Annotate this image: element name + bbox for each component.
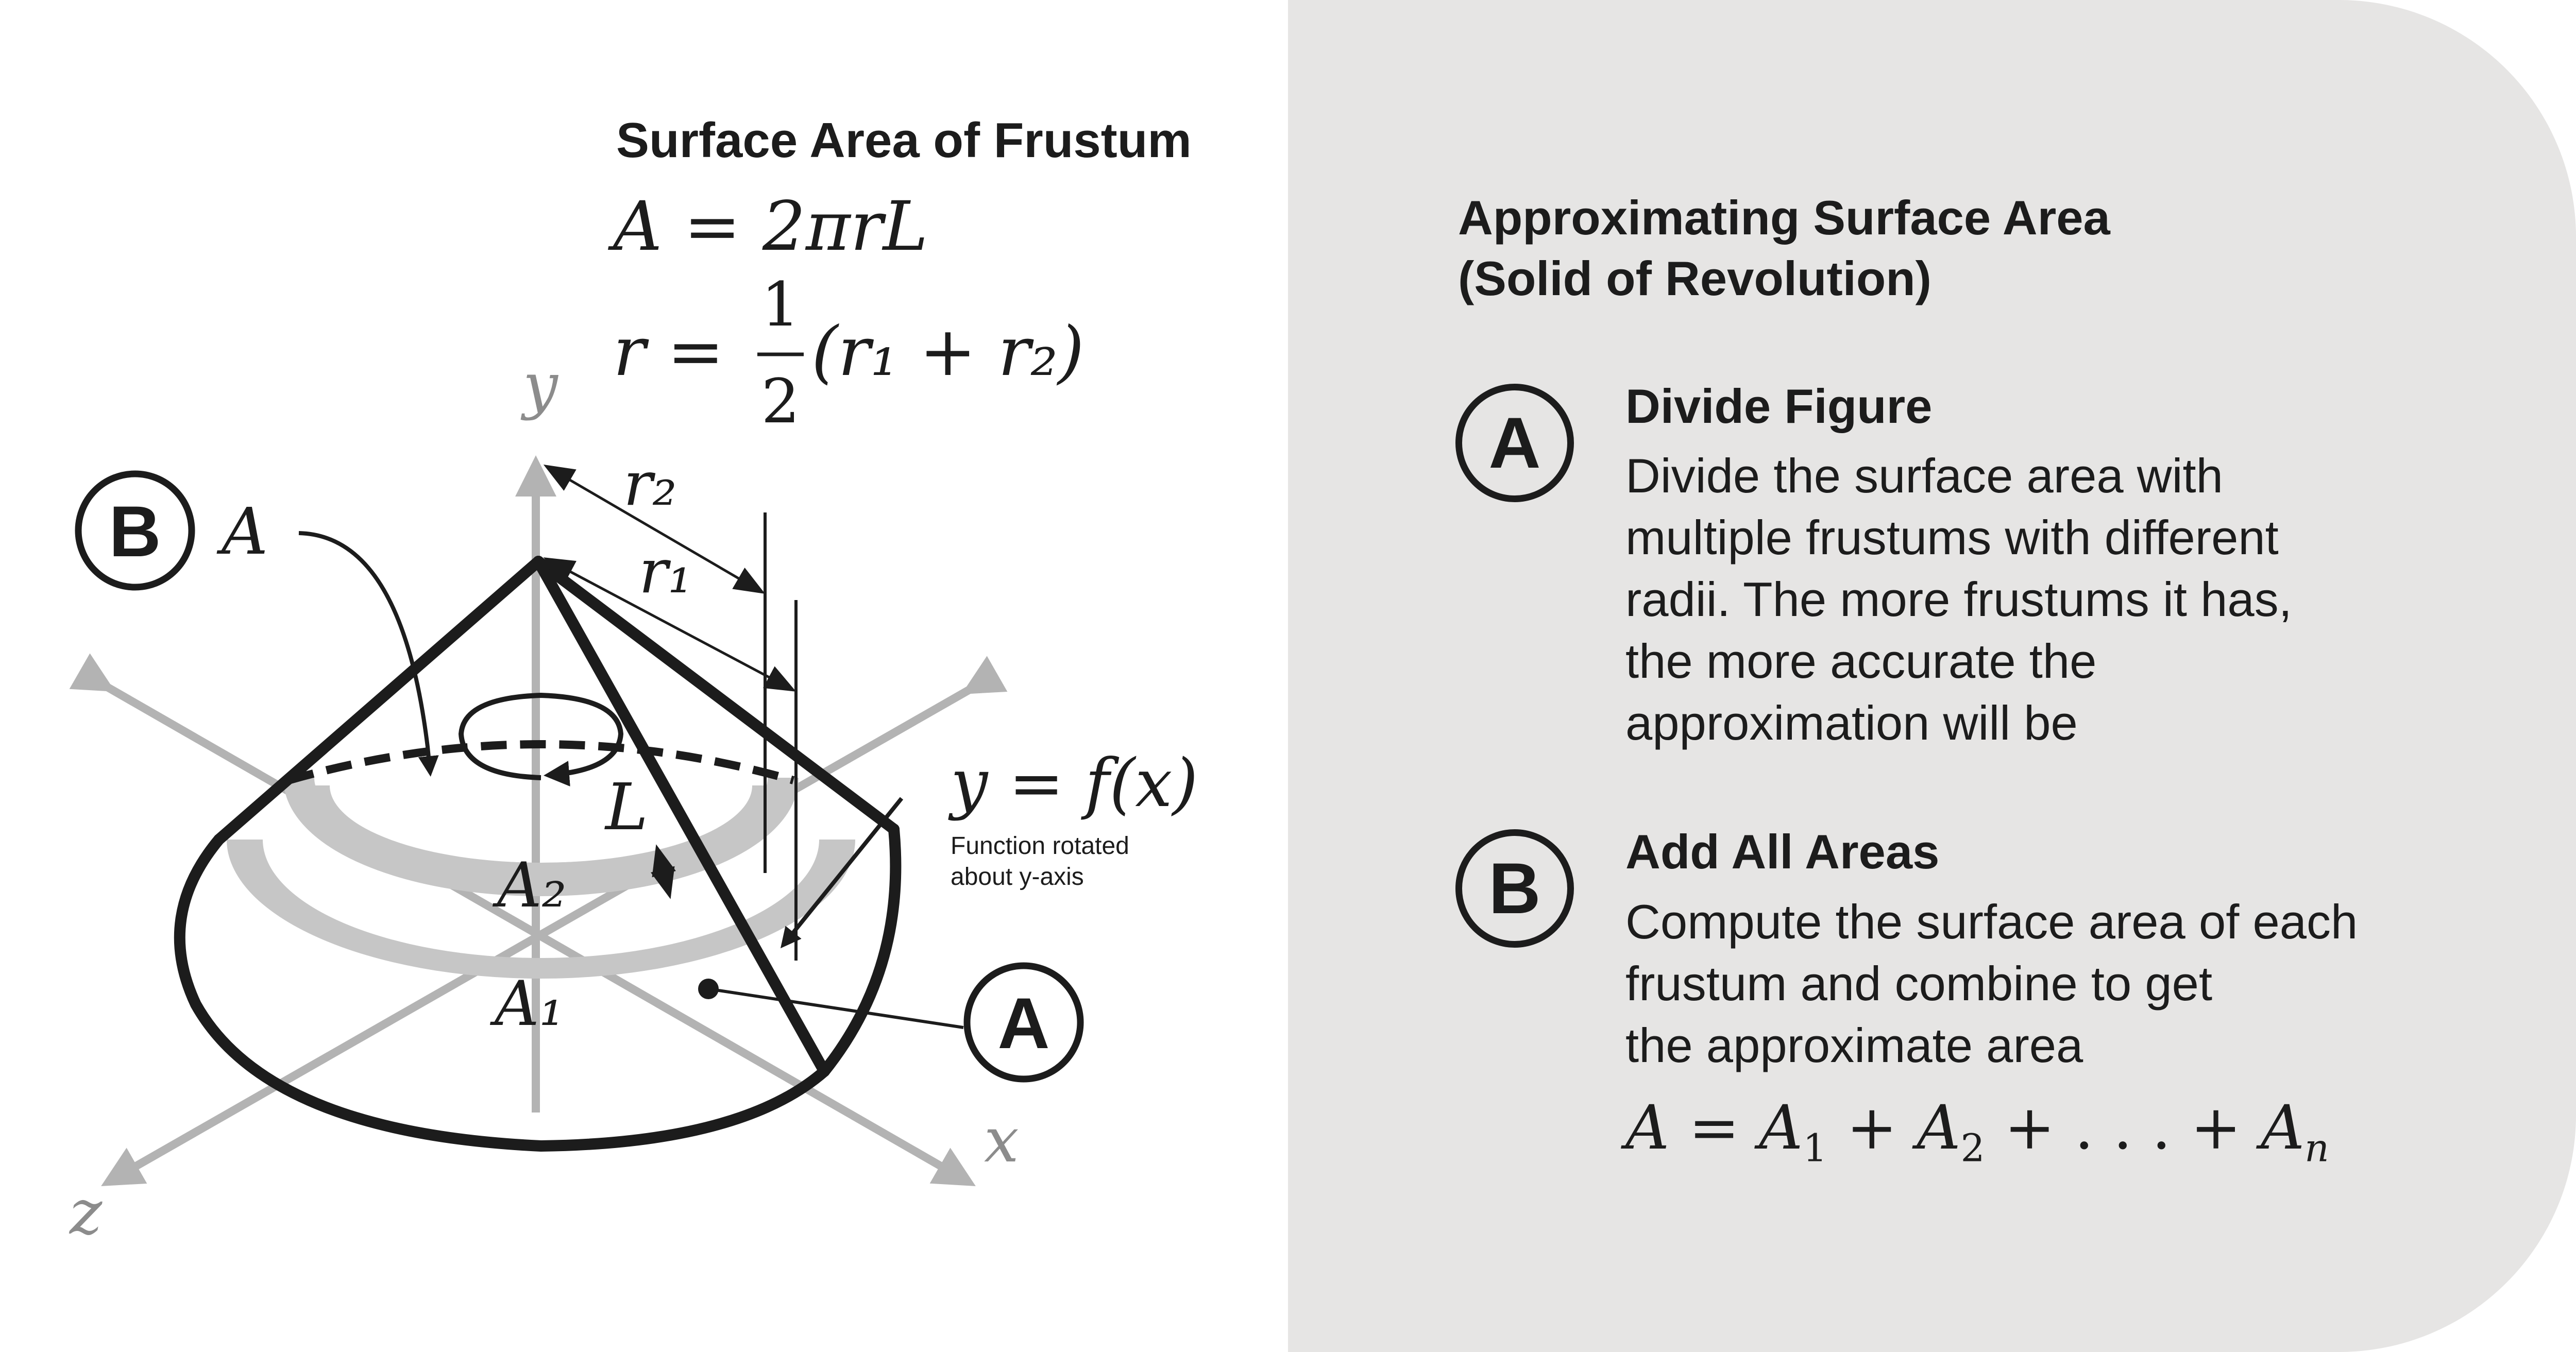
axis-label-x: x [984,1105,1019,1176]
panel-title: Approximating Surface Area (Solid of Rev… [1458,187,2110,309]
panel-title-line1: Approximating Surface Area [1458,191,2110,245]
step-a-heading: Divide Figure [1625,379,1933,433]
formula-radius-denominator: 2 [761,366,800,437]
area-arrow [298,531,439,777]
sum-plus-1: + [1827,1092,1917,1163]
step-a-body-line: approximation will be [1625,696,2078,750]
sum-formula: A = A1 + A2 + . . . + An [1625,1092,2329,1171]
frustum-diagram: B A A = 2πrL r = 1 2 (r₁ + r₂) y x z r₂ … [69,187,1198,1248]
step-a-body-line: multiple frustums with different [1625,510,2279,564]
explanation-panel [1288,0,2576,1352]
function-arrow [780,797,904,949]
sum-term-2: A [1917,1092,1961,1163]
function-label: y = f(x) [948,745,1198,822]
badge-a-circle [963,962,1084,1083]
sum-term-1: A [1759,1092,1803,1163]
label-A2: A₂ [492,850,567,921]
dashed-rim [287,740,795,784]
step-b-body: Compute the surface area of each frustum… [1625,891,2450,1076]
cone-base [174,824,902,1152]
cone-outline [174,556,902,1152]
label-r2: r₂ [623,448,677,519]
diagram-title: Surface Area of Frustum [616,113,1192,168]
function-note-line2: about y-axis [951,863,1084,891]
diagram-area: Surface Area of Frustum [69,113,1198,1248]
step-b-body-line: the approximate area [1625,1018,2083,1072]
panel-title-line2: (Solid of Revolution) [1458,251,1931,305]
rotation-indicator [458,692,624,786]
sum-equals: = [1669,1092,1759,1163]
sum-lhs: A [1625,1092,1670,1163]
sum-sub-n: n [2304,1126,2329,1171]
sum-term-n: A [2260,1092,2305,1163]
radius-dimensions [543,464,798,961]
formula-area: A = 2πrL [607,187,928,266]
step-b-heading: Add All Areas [1625,825,1940,879]
step-a-body-line: radii. The more frustums it has, [1625,572,2292,626]
label-L: L [604,770,648,845]
step-b-badge: B [1455,829,1574,948]
axis-label-y: y [520,350,559,422]
frustum-pointer-dot [698,979,719,999]
frustum-pointer [708,987,964,1029]
L-dimension [651,844,676,899]
step-a-body-line: Divide the surface area with [1625,449,2223,503]
step-a-body-line: the more accurate the [1625,634,2097,688]
band-a1 [227,840,855,979]
function-note-line1: Function rotated [951,832,1129,860]
label-A: A [216,494,268,569]
badge-b-circle [75,470,195,591]
formula-radius-rhs: (r₁ + r₂) [811,312,1084,391]
sum-sub-1: 1 [1803,1126,1827,1171]
step-b-body-line: frustum and combine to get [1625,956,2213,1011]
sum-sub-2: 2 [1960,1126,1985,1171]
axis-label-z: z [69,1177,103,1248]
r1-dimension [543,557,796,692]
badge-b-letter: B [109,491,161,572]
label-A1: A₁ [489,968,564,1040]
badge-a-letter: A [997,983,1049,1064]
label-r1: r₁ [639,536,692,607]
formula-radius-numerator: 1 [761,269,800,340]
step-a-badge: A [1455,384,1574,502]
step-a-body: Divide the surface area with multiple fr… [1625,445,2450,754]
step-b-body-line: Compute the surface area of each [1625,895,2358,949]
formula-radius-lhs: r = [613,312,724,391]
sum-plus-2: + . . . + [1985,1092,2261,1163]
